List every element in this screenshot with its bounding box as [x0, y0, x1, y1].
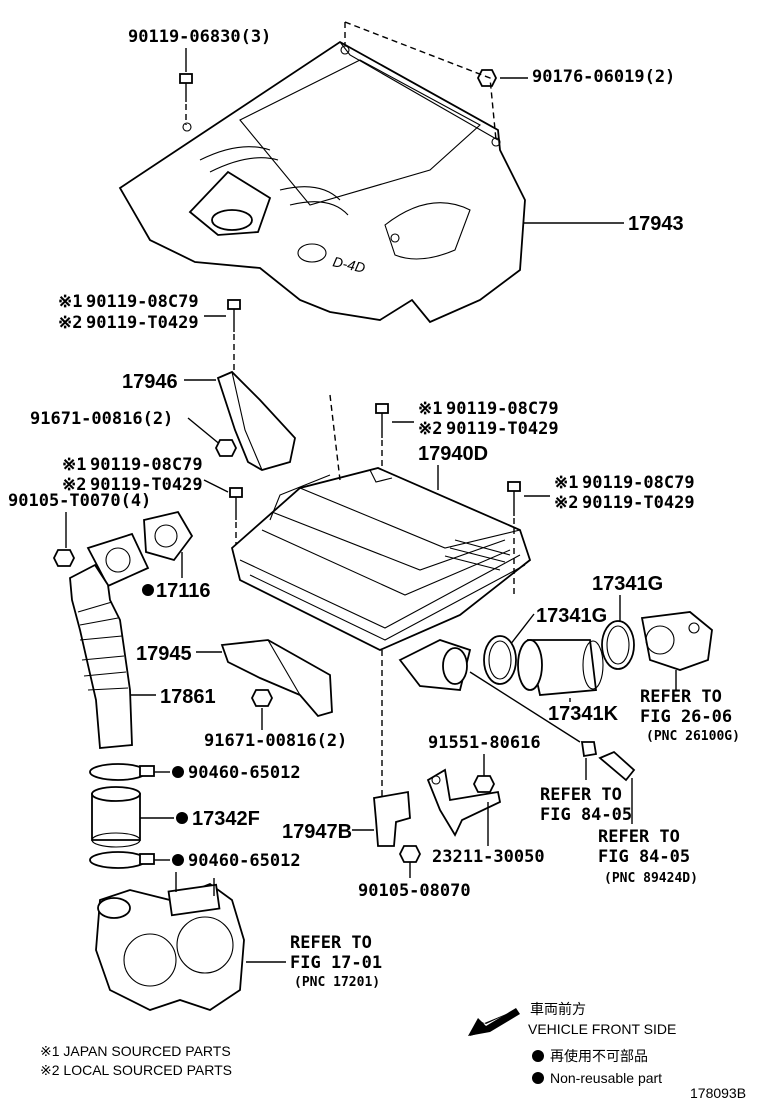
ref-pnc-26100g: (PNC 26100G)	[646, 729, 740, 744]
mark-j-1: ※1	[58, 292, 82, 312]
mark-l-3: ※2	[62, 475, 86, 495]
mark-l-2: ※2	[418, 419, 442, 439]
nonreuse-dot-17116	[142, 584, 154, 596]
nonreuse-dot-17342f	[176, 812, 188, 824]
ref-word-3: REFER TO	[598, 827, 680, 847]
nonreuse-dot-clamp-b	[172, 854, 184, 866]
legend-direction-jp: 車両前方	[530, 1001, 586, 1017]
nut-cover-drawing	[476, 69, 498, 87]
clamp-17341g-b-drawing	[601, 620, 635, 670]
intercooler-drawing	[230, 467, 532, 691]
label-gasket-17116: 17116	[156, 580, 211, 602]
label-bracket-17945: 17945	[136, 643, 192, 665]
label-hose-17341k: 17341K	[548, 703, 619, 725]
legend-nonreuse-dot-jp	[532, 1050, 544, 1062]
mark-j-4: ※1	[554, 473, 578, 493]
label-bolt-c-j: 90119-08C79	[446, 399, 559, 419]
bolt-l1-drawing	[227, 299, 241, 332]
engine-cover-drawing: D-4D	[118, 40, 526, 324]
gasket-17116-drawing	[143, 510, 194, 562]
label-nut-90105-t: 90105-T0070(4)	[8, 491, 151, 511]
bracket-23211-drawing	[426, 768, 502, 837]
bolt-cover-drawing	[179, 73, 193, 102]
label-pipe-17861: 17861	[160, 686, 216, 708]
label-nut-cover: 90176-06019(2)	[532, 67, 675, 87]
legend-nonreuse-jp: 再使用不可部品	[550, 1048, 648, 1064]
ref-fig-17-01: FIG 17-01	[290, 953, 382, 973]
label-bolt-90105: 90105-08070	[358, 881, 471, 901]
label-bolt-r-j: 90119-08C79	[582, 473, 695, 493]
turbocharger-drawing	[95, 872, 245, 1011]
label-clamp-17341g-a: 17341G	[536, 605, 607, 627]
legend-nonreuse-en: Non-reusable part	[550, 1070, 662, 1086]
label-intercooler: 17940D	[418, 443, 488, 465]
ref-word-2: REFER TO	[540, 785, 622, 805]
label-bolt-r-l: 90119-T0429	[582, 493, 695, 513]
label-bolt-cover: 90119-06830(3)	[128, 27, 271, 47]
label-bolt-c-l: 90119-T0429	[446, 419, 559, 439]
mark-j-2: ※1	[418, 399, 442, 419]
mark-l-1: ※2	[58, 313, 82, 333]
label-clamp-17341g-b: 17341G	[592, 573, 663, 595]
throttle-body-drawing	[640, 611, 713, 671]
ref-pnc-17201: (PNC 17201)	[294, 975, 380, 990]
clamp-17341g-a-drawing	[483, 635, 517, 685]
mark-j-3: ※1	[62, 455, 86, 475]
label-nut-91671-a: 91671-00816(2)	[30, 409, 173, 429]
label-clamp-a: 90460-65012	[188, 763, 301, 783]
hose-17341k-drawing	[517, 639, 604, 696]
bolt-c-drawing	[375, 403, 389, 438]
ref-pnc-89424d: (PNC 89424D)	[604, 871, 698, 886]
sensor-drawing	[598, 750, 636, 782]
ref-fig-26-06: FIG 26-06	[640, 707, 732, 727]
label-nut-91671-b: 91671-00816(2)	[204, 731, 347, 751]
label-clamp-b: 90460-65012	[188, 851, 301, 871]
vehicle-front-arrow-icon	[468, 1008, 520, 1036]
legend-japan-sourced: ※1 JAPAN SOURCED PARTS	[40, 1043, 231, 1059]
legend-direction-en: VEHICLE FRONT SIDE	[528, 1021, 676, 1037]
clamp-a-drawing	[89, 763, 155, 781]
ref-word-4: REFER TO	[290, 933, 372, 953]
label-bolt-l2-l: 90119-T0429	[90, 475, 203, 495]
ref-fig-84-05-a: FIG 84-05	[540, 805, 632, 825]
hose-17342f-drawing	[91, 786, 141, 848]
pipe-17861-drawing	[69, 563, 133, 749]
bracket-17947b-drawing	[373, 790, 411, 847]
bracket-17946-drawing	[216, 370, 296, 471]
label-bolt-l1-j: 90119-08C79	[86, 292, 199, 312]
label-hose-17342f: 17342F	[192, 808, 260, 830]
label-bracket-17946: 17946	[122, 371, 178, 393]
label-bolt-l2-j: 90119-08C79	[90, 455, 203, 475]
ref-word-1: REFER TO	[640, 687, 722, 707]
label-engine-cover: 17943	[628, 213, 684, 235]
bolt-r-drawing	[507, 481, 521, 516]
label-bolt-l1-l: 90119-T0429	[86, 313, 199, 333]
label-bracket-17947b: 17947B	[282, 821, 352, 843]
label-bracket-23211: 23211-30050	[432, 847, 545, 867]
nonreuse-dot-clamp-a	[172, 766, 184, 778]
legend-nonreuse-dot-en	[532, 1072, 544, 1084]
figure-id: 178093B	[690, 1085, 746, 1101]
label-bolt-91551: 91551-80616	[428, 733, 541, 753]
ref-fig-84-05-b: FIG 84-05	[598, 847, 690, 867]
cover-logo-text: D-4D	[331, 253, 366, 275]
bracket-17945-drawing	[220, 639, 333, 718]
bolt-l2-drawing	[229, 487, 243, 520]
clamp-b-drawing	[89, 851, 155, 869]
legend-local-sourced: ※2 LOCAL SOURCED PARTS	[40, 1062, 232, 1078]
mark-l-4: ※2	[554, 493, 578, 513]
